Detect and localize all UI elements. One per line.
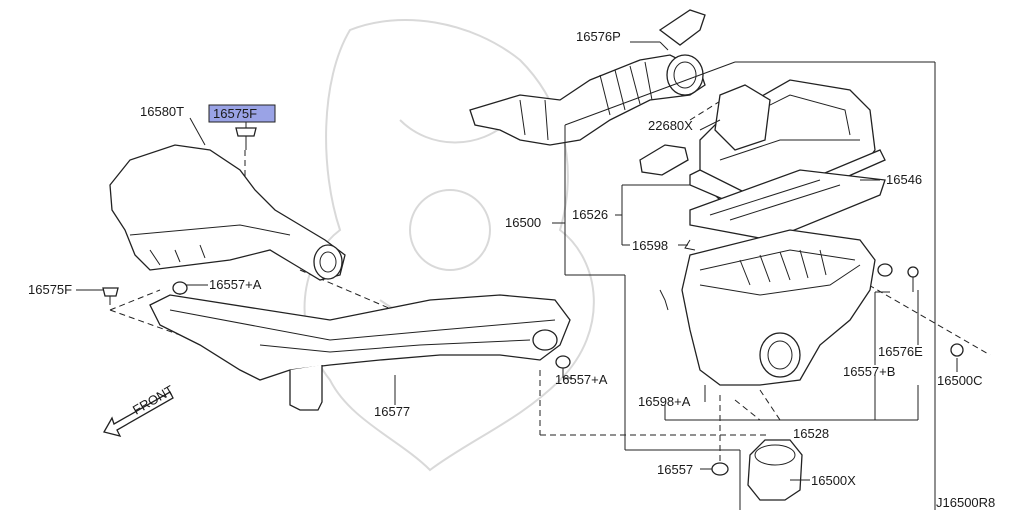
- callout-16526[interactable]: 16526: [572, 207, 608, 222]
- watermark-emblem: [303, 19, 595, 472]
- callout-16557A-mid[interactable]: 16557+A: [555, 372, 608, 387]
- callout-16557[interactable]: 16557: [657, 462, 693, 477]
- clip-16575F-left: [102, 287, 119, 297]
- callout-16528[interactable]: 16528: [793, 426, 829, 441]
- grommet-16557A-top: [172, 281, 188, 295]
- clip-16598: [684, 239, 696, 251]
- callout-16576P[interactable]: 16576P: [576, 29, 621, 44]
- callout-22680X[interactable]: 22680X: [648, 118, 693, 133]
- bolt-16576E: [907, 266, 919, 278]
- air-filter-element-16546: [689, 169, 886, 241]
- callout-16576E[interactable]: 16576E: [878, 344, 923, 359]
- inlet-16500X: [747, 439, 803, 501]
- mass-airflow-sensor-22680X: [639, 144, 689, 176]
- callout-16557B[interactable]: 16557+B: [843, 364, 895, 379]
- callout-16575F-left[interactable]: 16575F: [28, 282, 72, 297]
- small-parts: [102, 127, 964, 501]
- diagram-id: J16500R8: [936, 495, 995, 510]
- lower-duct-16577: [149, 294, 571, 411]
- callout-16575F-highlighted[interactable]: 16575F: [213, 106, 257, 121]
- callout-16598A[interactable]: 16598+A: [638, 394, 691, 409]
- air-cleaner-body-16528: [681, 229, 893, 386]
- highlight-box: [208, 104, 276, 123]
- callout-16500X[interactable]: 16500X: [811, 473, 856, 488]
- inlet-duct-16576P: [469, 9, 706, 146]
- leader-lines: [76, 41, 958, 510]
- clip-16575F-top: [235, 127, 257, 137]
- callout-16500[interactable]: 16500: [505, 215, 541, 230]
- grommet-16557: [711, 462, 729, 476]
- grommet-16557A-mid: [555, 355, 571, 369]
- callout-16500C[interactable]: 16500C: [937, 373, 983, 388]
- callout-16557A-top[interactable]: 16557+A: [209, 277, 262, 292]
- front-arrow: [103, 391, 174, 437]
- callout-16598[interactable]: 16598: [632, 238, 668, 253]
- clip-16598A: [659, 289, 669, 311]
- callout-16580T[interactable]: 16580T: [140, 104, 184, 119]
- callout-16546[interactable]: 16546: [886, 172, 922, 187]
- callout-16577[interactable]: 16577: [374, 404, 410, 419]
- callout-labels: 16576P 22680X 16580T 16575F 16546 16500 …: [28, 29, 995, 510]
- air-duct-cover-16580T: [109, 144, 346, 281]
- nut-16500C: [950, 343, 964, 357]
